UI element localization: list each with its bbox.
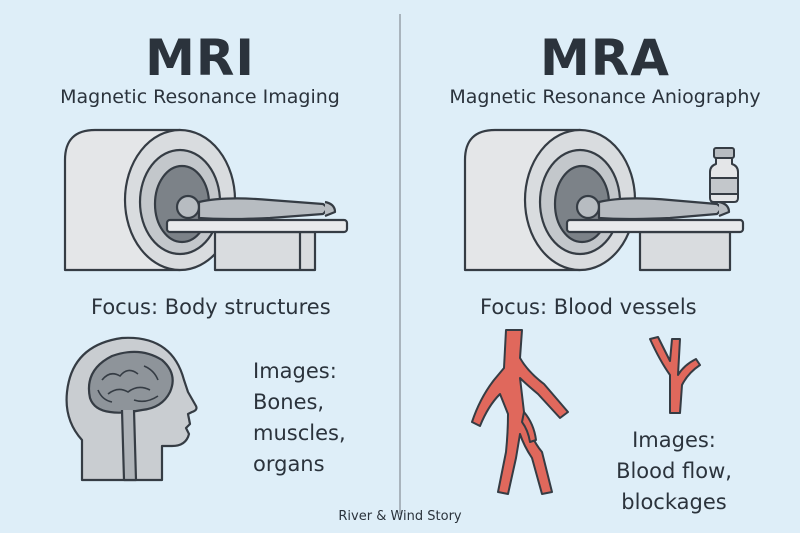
mri-subtitle: Magnetic Resonance Imaging	[60, 86, 340, 108]
mra-subtitle: Magnetic Resonance Aniography	[449, 86, 761, 108]
vessel-branch-icon	[649, 336, 701, 414]
mra-images-line: Blood flow,	[616, 459, 732, 483]
contrast-vial-icon	[709, 147, 739, 203]
mri-focus: Focus: Body structures	[91, 295, 331, 319]
mra-images-list: Images: Blood flow, blockages	[616, 425, 732, 518]
mri-title: MRI	[145, 29, 255, 87]
mra-images-line: Images:	[632, 428, 716, 452]
mri-images-line: muscles,	[253, 421, 346, 445]
mri-images-line: organs	[253, 452, 325, 476]
mra-focus: Focus: Blood vessels	[480, 295, 697, 319]
credit-text: River & Wind Story	[338, 509, 462, 524]
blood-vessel-tree-icon	[471, 329, 569, 495]
head-brain-icon	[65, 336, 198, 482]
mri-images-line: Bones,	[253, 390, 325, 414]
mri-images-line: Images:	[253, 359, 337, 383]
mra-scanner-illustration	[463, 128, 745, 272]
center-divider	[399, 14, 401, 514]
mri-scanner-illustration	[63, 128, 349, 272]
mra-images-line: blockages	[621, 490, 727, 514]
mra-title: MRA	[540, 29, 670, 87]
mri-images-list: Images: Bones, muscles, organs	[253, 356, 346, 480]
